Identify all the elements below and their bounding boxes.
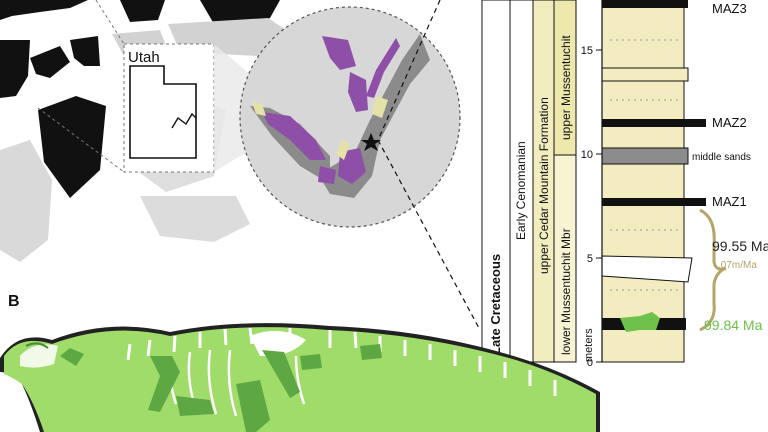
axis-title: meters xyxy=(583,328,595,362)
stratigraphic-column: Late Cretaceous Early Cenomanian upper C… xyxy=(481,0,768,369)
meters-axis: meters 0 5 10 15 xyxy=(581,0,603,369)
date-label-9955: 99.55 Ma xyxy=(712,238,768,254)
fossil-bone-icon xyxy=(620,312,660,332)
axis-tick-label: 0 xyxy=(587,357,593,369)
skeleton-reconstruction: B xyxy=(0,293,600,432)
panel-label-b: B xyxy=(8,293,20,310)
utah-label: Utah xyxy=(128,49,160,66)
column-early-cenomanian: Early Cenomanian xyxy=(514,141,528,240)
date-label-9984: 99.84 Ma xyxy=(704,317,763,333)
rate-label: .07m/Ma xyxy=(718,260,757,271)
locality-star-icon xyxy=(361,133,381,151)
outcrop-inset xyxy=(239,6,461,228)
utah-detail: Utah xyxy=(37,0,250,173)
axis-tick-label: 10 xyxy=(581,149,593,161)
lithology-column xyxy=(601,0,685,363)
column-late-cretaceous: Late Cretaceous xyxy=(488,254,503,355)
axis-tick-label: 5 xyxy=(587,253,593,265)
bed-label-maz3: MAZ3 xyxy=(712,1,747,16)
rate-bracket xyxy=(699,208,727,332)
column-lower-mussentuchit: lower Mussentuchit Mbr xyxy=(559,228,573,355)
bed-label-middle-sands: middle sands xyxy=(692,152,751,163)
horizon-markers: MAZ3 MAZ2 middle sands MAZ1 xyxy=(602,0,751,209)
axis-tick-label: 15 xyxy=(581,45,593,57)
bed-label-maz1: MAZ1 xyxy=(712,194,747,209)
column-upper-mussentuchit: upper Mussentuchit xyxy=(559,35,573,140)
column-cedar-mountain: upper Cedar Mountain Formation xyxy=(537,97,551,274)
bed-label-maz2: MAZ2 xyxy=(712,115,747,130)
